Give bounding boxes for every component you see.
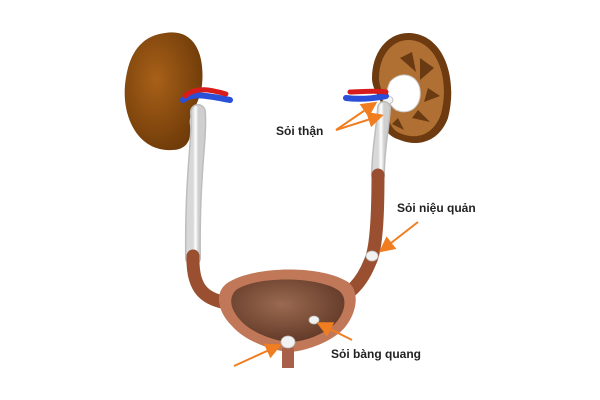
- arrows: [233, 101, 419, 367]
- renal-pyramids: [392, 52, 440, 130]
- left-kidney: [124, 32, 203, 151]
- arrow-kidney-stone-2: [335, 112, 384, 131]
- bladder-stone-1: [280, 335, 296, 349]
- left-vein: [180, 92, 233, 103]
- renal-pelvis: [386, 74, 421, 113]
- arrow-kidney-stone-1: [335, 101, 378, 131]
- left-ureter-fill: [186, 105, 205, 265]
- bladder-stone-label: Sỏi bàng quang: [331, 347, 421, 361]
- right-ureter-upper-fill: [372, 102, 390, 181]
- ureter-stone: [365, 250, 379, 262]
- urethra: [282, 348, 294, 368]
- right-artery: [347, 88, 389, 95]
- ureter-stone-label: Sỏi niệu quản: [397, 201, 476, 215]
- bladder-inner: [231, 279, 345, 342]
- arrow-ureter-stone: [378, 221, 419, 253]
- bladder-stone-2: [308, 315, 320, 325]
- left-artery: [182, 87, 229, 99]
- kidney-stone-label: Sỏi thận: [276, 124, 324, 138]
- arrow-bladder-stone-1: [233, 343, 282, 367]
- arrow-bladder-stone-2: [316, 322, 353, 341]
- right-vein: [343, 93, 389, 102]
